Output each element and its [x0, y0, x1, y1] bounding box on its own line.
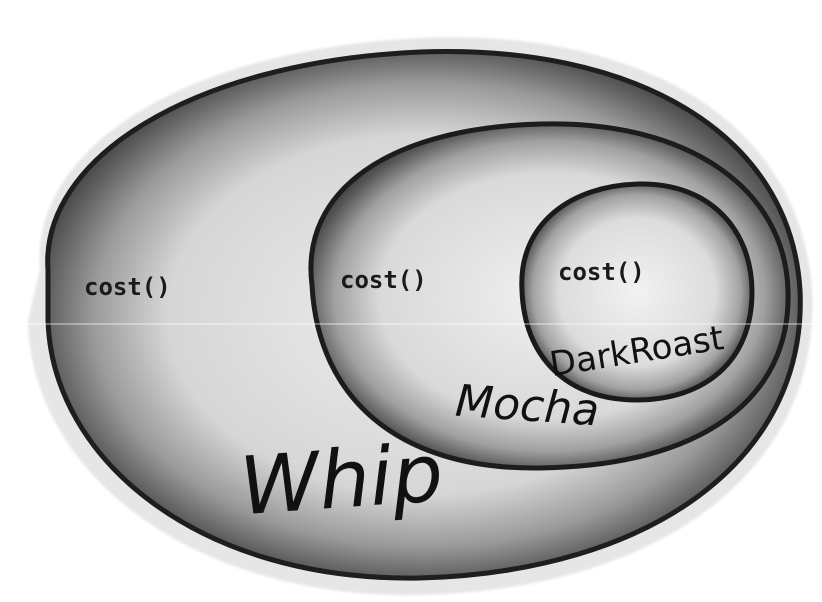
mocha-cost-method: cost(): [340, 266, 427, 294]
darkroast-cost-method: cost(): [558, 258, 645, 286]
whip-cost-method: cost(): [84, 273, 171, 301]
darkroast-oval: [519, 181, 755, 403]
darkroast-layer: cost() DarkRoast: [519, 181, 755, 403]
